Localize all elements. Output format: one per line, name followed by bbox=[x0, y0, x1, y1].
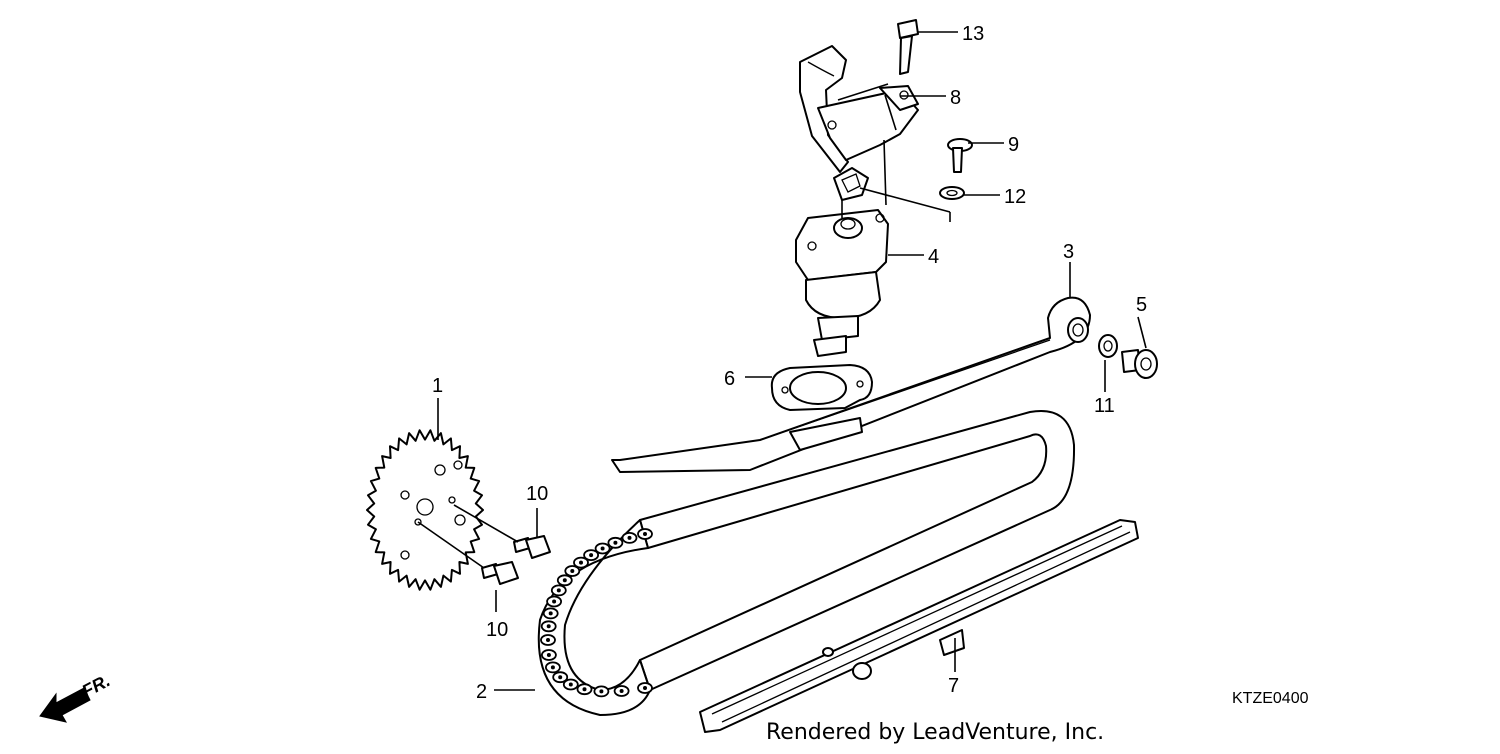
callout-12: 12 bbox=[1004, 186, 1026, 208]
chain-pin bbox=[552, 599, 557, 604]
washer-12[interactable] bbox=[939, 186, 965, 200]
sealing-rubber[interactable] bbox=[833, 167, 869, 201]
callout-8: 8 bbox=[950, 87, 961, 109]
chain-pin bbox=[546, 653, 551, 657]
chain-pin bbox=[548, 611, 553, 616]
chain-pin bbox=[627, 535, 632, 540]
sprocket-bolt-upper[interactable] bbox=[513, 535, 551, 559]
bolt-13[interactable] bbox=[897, 19, 919, 75]
chain-pin bbox=[550, 665, 555, 670]
tensioner-slipper[interactable] bbox=[611, 296, 1091, 473]
chain-pin bbox=[599, 689, 604, 694]
callout-9: 9 bbox=[1008, 134, 1019, 156]
callout-6: 6 bbox=[724, 368, 735, 390]
callout-labels: 13 8 9 12 4 3 5 11 6 1 10 10 2 7 bbox=[432, 23, 1147, 703]
chain-pin bbox=[546, 638, 550, 642]
leader-lines bbox=[417, 31, 1147, 691]
chain-pin bbox=[600, 546, 605, 551]
chain-pin bbox=[613, 540, 618, 545]
cam-sprocket[interactable] bbox=[366, 429, 484, 591]
callout-7: 7 bbox=[948, 675, 959, 697]
front-arrow-icon bbox=[39, 687, 91, 723]
chain-pin bbox=[546, 624, 551, 629]
chain-pin bbox=[562, 578, 567, 583]
chain-pin bbox=[582, 687, 587, 692]
render-credit: Rendered by LeadVenture, Inc. bbox=[766, 720, 1104, 745]
cam-chain[interactable] bbox=[537, 410, 1076, 716]
tensioner-bracket[interactable] bbox=[799, 45, 919, 173]
diagram-code: KTZE0400 bbox=[1232, 690, 1309, 707]
chain-pin bbox=[570, 569, 575, 573]
chain-pin bbox=[619, 689, 624, 693]
screw-9[interactable] bbox=[947, 138, 973, 173]
callout-4: 4 bbox=[928, 246, 939, 268]
callout-13: 13 bbox=[962, 23, 984, 45]
chain-links bbox=[540, 528, 653, 698]
chain-pin bbox=[556, 588, 561, 593]
callout-10-upper: 10 bbox=[526, 483, 548, 505]
sprocket-bolt-lower[interactable] bbox=[481, 561, 519, 585]
chain-pin bbox=[579, 560, 583, 565]
callout-10-lower: 10 bbox=[486, 619, 508, 641]
chain-pin bbox=[643, 532, 647, 536]
callout-5: 5 bbox=[1136, 294, 1147, 316]
chain-pin bbox=[589, 553, 594, 558]
chain-pin bbox=[643, 686, 647, 690]
callout-1: 1 bbox=[432, 375, 443, 397]
callout-3: 3 bbox=[1063, 241, 1074, 263]
tensioner-gasket[interactable] bbox=[770, 364, 873, 411]
chain-pin bbox=[568, 682, 573, 687]
chain-guide[interactable] bbox=[699, 519, 1139, 733]
tensioner-lifter[interactable] bbox=[795, 209, 889, 357]
callout-11: 11 bbox=[1094, 395, 1115, 417]
front-direction-indicator: FR. bbox=[39, 670, 113, 723]
washer-11[interactable] bbox=[1098, 334, 1118, 358]
pivot-bolt[interactable] bbox=[1121, 349, 1158, 379]
callout-2: 2 bbox=[476, 681, 487, 703]
chain-pin bbox=[558, 675, 563, 680]
